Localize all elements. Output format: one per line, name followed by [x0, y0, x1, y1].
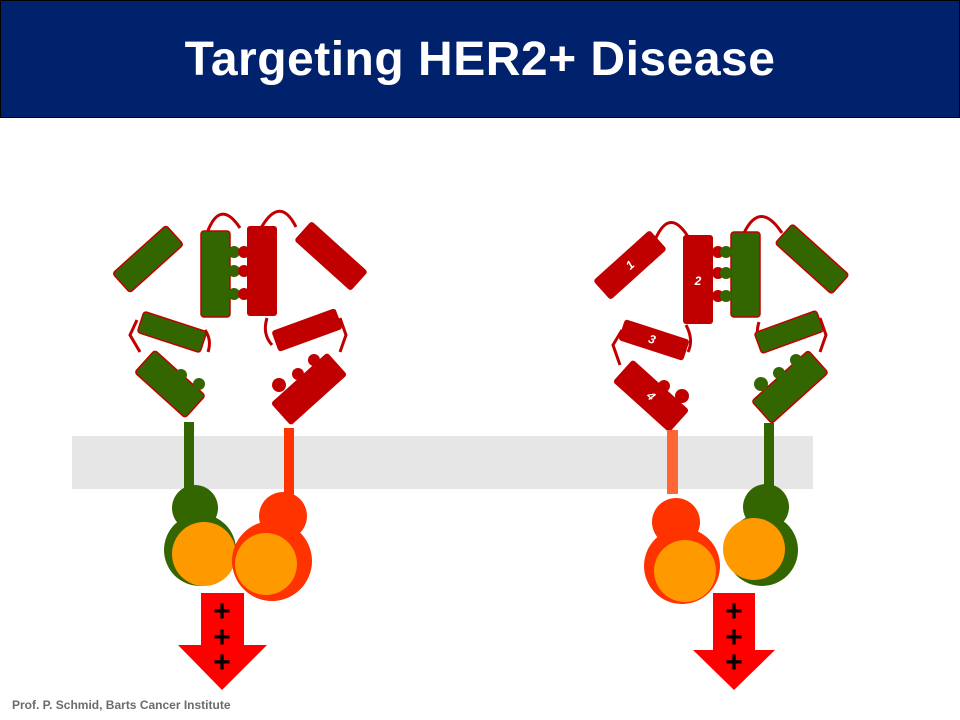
left-green-kinase — [172, 522, 236, 586]
right-red-domain-1 — [594, 231, 666, 299]
domain-label-2: 2 — [694, 274, 702, 288]
right-green-transmembrane — [764, 423, 774, 493]
right-red-domain-2 — [683, 235, 713, 324]
left-green-domain-3 — [137, 311, 207, 353]
slide-title: Targeting HER2+ Disease — [184, 32, 776, 86]
left-red-domain-4 — [271, 353, 347, 425]
right-green-receptor — [720, 215, 849, 586]
left-dimer: + + + — [113, 209, 367, 690]
left-green-domain-2 — [200, 230, 231, 318]
right-plus-3: + — [725, 646, 743, 679]
right-green-kinase — [723, 518, 785, 580]
right-red-domain-4 — [613, 360, 689, 432]
right-green-domain-3 — [754, 310, 824, 354]
left-plus-3: + — [213, 646, 231, 679]
left-signal-arrow: + + + — [178, 593, 267, 690]
right-red-domain-3 — [619, 319, 689, 361]
left-plus-2: + — [213, 621, 231, 654]
cell-membrane — [72, 436, 813, 489]
right-red-receptor: 1 2 3 4 — [594, 221, 724, 604]
left-green-domain-1 — [113, 225, 183, 293]
left-green-transmembrane — [184, 422, 194, 494]
right-red-transmembrane — [667, 430, 678, 494]
domain-label-3: 3 — [647, 332, 658, 347]
title-bar: Targeting HER2+ Disease — [0, 0, 960, 118]
left-red-kinase — [235, 533, 297, 595]
left-red-domain-3 — [272, 308, 342, 352]
right-plus-1: + — [725, 595, 743, 628]
right-signal-arrow: + + + — [693, 593, 775, 690]
right-red-kinase — [654, 540, 716, 602]
left-red-transmembrane — [284, 428, 294, 496]
left-red-receptor — [232, 209, 367, 601]
right-green-domain-2 — [730, 231, 761, 318]
right-green-domain-1 — [775, 224, 849, 294]
right-dimer: 1 2 3 4 — [594, 215, 849, 690]
footer-credit: Prof. P. Schmid, Barts Cancer Institute — [12, 698, 231, 712]
right-plus-2: + — [725, 621, 743, 654]
left-plus-1: + — [213, 595, 231, 628]
left-red-domain-2 — [247, 226, 277, 316]
left-red-domain-1 — [295, 222, 367, 290]
left-green-receptor — [113, 212, 242, 586]
